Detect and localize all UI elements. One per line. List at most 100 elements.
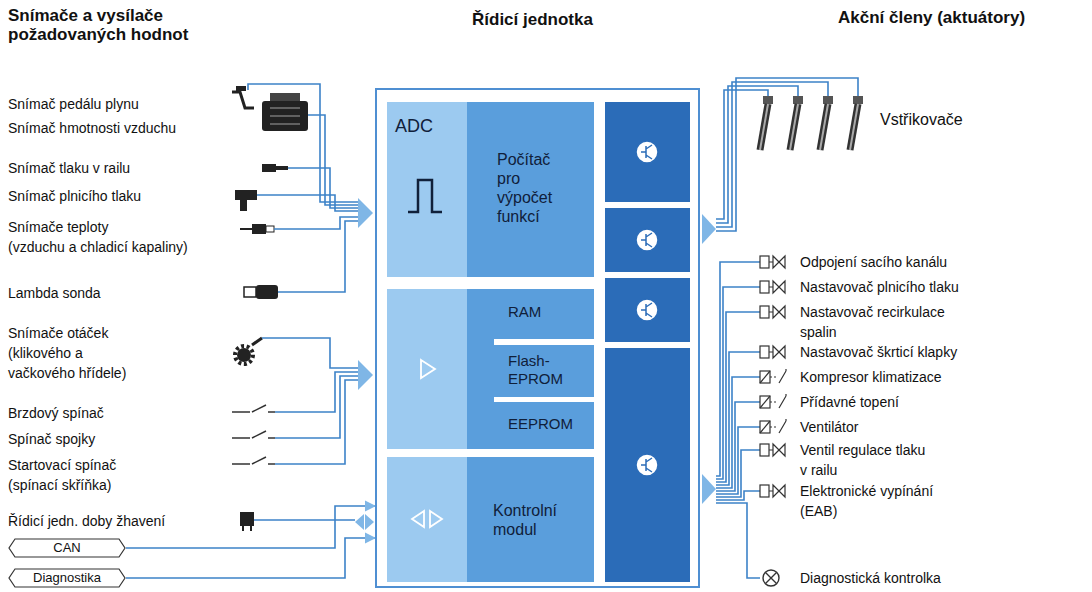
sensor-icon (232, 405, 275, 412)
sensor-label: Snímače otáček (klikového a vačkového hř… (8, 323, 126, 383)
ecu-panel (387, 289, 467, 449)
injector-icon (823, 96, 833, 104)
block-label: Diagnostika (8, 568, 126, 588)
signal-wire (288, 168, 358, 208)
ecu-panel (605, 208, 690, 272)
unit-heading: Řídicí jednotka (472, 10, 593, 30)
signal-wire (248, 84, 358, 202)
sensor-icon (276, 166, 288, 170)
bus-tag: Diagnostika (8, 568, 126, 588)
block-label: RAM (508, 303, 586, 321)
sensor-icon (262, 101, 308, 131)
actuator-label: Přídavné topení (800, 392, 899, 412)
actuator-symbol (716, 491, 760, 500)
column-heading: Akční členy (aktuátory) (838, 8, 1025, 28)
sensor-icon (243, 526, 251, 531)
actuator-symbol (760, 444, 769, 456)
signal-arrow (702, 214, 716, 244)
actuator-symbol (760, 346, 769, 358)
signal-arrow (355, 514, 364, 530)
memory-block: RAM (494, 289, 594, 339)
block-label: Počítač pro výpočet funkcí (497, 150, 586, 226)
sensor-icon (252, 224, 266, 234)
actuator-symbol (779, 419, 786, 433)
sensor-icon (270, 108, 300, 124)
interface-symbol (412, 511, 424, 527)
driver-symbol (641, 458, 652, 472)
actuator-symbol (769, 281, 785, 293)
sensor-icon (252, 338, 262, 345)
actuator-symbol (716, 503, 760, 578)
actuator-symbol (760, 256, 769, 268)
signal-wire (248, 78, 858, 520)
sensor-label: Snímač tlaku v railu (8, 158, 130, 178)
injector-icon (763, 96, 773, 104)
driver-symbol (641, 233, 652, 247)
driver-symbol (636, 141, 658, 163)
pulse-symbol (408, 180, 442, 212)
actuator-symbol (769, 306, 785, 318)
bus-tag: CAN (8, 538, 126, 558)
signal-arrow (358, 198, 373, 228)
injector-icon (760, 104, 768, 150)
actuator-symbol (779, 394, 786, 408)
signal-wire (308, 115, 358, 205)
actuator-symbol (769, 444, 785, 456)
actuator-symbol (760, 485, 769, 497)
injector-icon (850, 104, 858, 150)
ecu-panel (387, 457, 467, 582)
sensor-icon (262, 164, 276, 172)
actuator-label: Odpojení sacího kanálu (800, 252, 947, 272)
sensor-icon (235, 190, 257, 200)
signal-wire (275, 380, 358, 464)
sensor-icon (256, 285, 278, 299)
actuator-symbol (770, 376, 778, 377)
injector-icon (790, 104, 798, 150)
sensor-label: Snímač plnicího tlaku (8, 186, 141, 206)
actuator-label: Ventilátor (800, 417, 858, 437)
actuator-label: Elektronické vypínání (EAB) (800, 481, 933, 521)
actuator-symbol (760, 421, 770, 433)
monitoring-block: Kontrolní modul (467, 457, 594, 582)
sensor-label: Lambda sonda (8, 283, 101, 303)
injector-icon (850, 104, 858, 150)
driver-symbol (636, 299, 658, 321)
actuator-label: Vstřikovače (880, 110, 963, 130)
actuator-label: Nastavovač škrticí klapky (800, 342, 957, 362)
actuator-label: Diagnostická kontrolka (800, 568, 941, 588)
switch-label: Startovací spínač (spínací skříňka) (8, 455, 116, 495)
actuator-symbol (716, 427, 760, 494)
driver-symbol (641, 145, 652, 159)
sensor-icon (240, 200, 247, 211)
driver-symbol (636, 454, 658, 476)
control-unit: Řídicí jednotkaADCPočítač pro výpočet fu… (375, 88, 700, 588)
actuator-symbol (716, 256, 786, 586)
ecu-panel (467, 289, 494, 449)
signal-wire (262, 338, 358, 368)
column-heading: Snímače a vysílače požadovaných hodnot (8, 6, 188, 44)
ecu-panel (605, 102, 690, 202)
hexagon-outline (9, 539, 125, 557)
actuator-symbol (769, 346, 785, 358)
driver-symbol (636, 229, 658, 251)
signal-wire (254, 519, 355, 521)
sensor-label: Řídicí jedn. doby žhavení (8, 511, 165, 531)
sensor-icon (270, 93, 300, 101)
block-label: EEPROM (508, 415, 590, 433)
ecu-panel (605, 278, 690, 342)
injector-icon (793, 96, 803, 104)
block-label: CAN (8, 538, 126, 558)
actuator-symbol (769, 485, 785, 497)
actuator-symbol (760, 421, 770, 433)
actuator-symbol (770, 426, 778, 427)
actuator-symbol (760, 396, 770, 408)
ecu-panel (605, 348, 690, 582)
sensor-icon (235, 346, 253, 364)
hexagon-outline (9, 569, 125, 587)
signal-wire (716, 86, 798, 223)
switch-label: Spínač spojky (8, 429, 95, 449)
actuator-symbol (760, 371, 770, 383)
driver-symbol (636, 141, 658, 476)
actuator-symbol (769, 256, 785, 268)
